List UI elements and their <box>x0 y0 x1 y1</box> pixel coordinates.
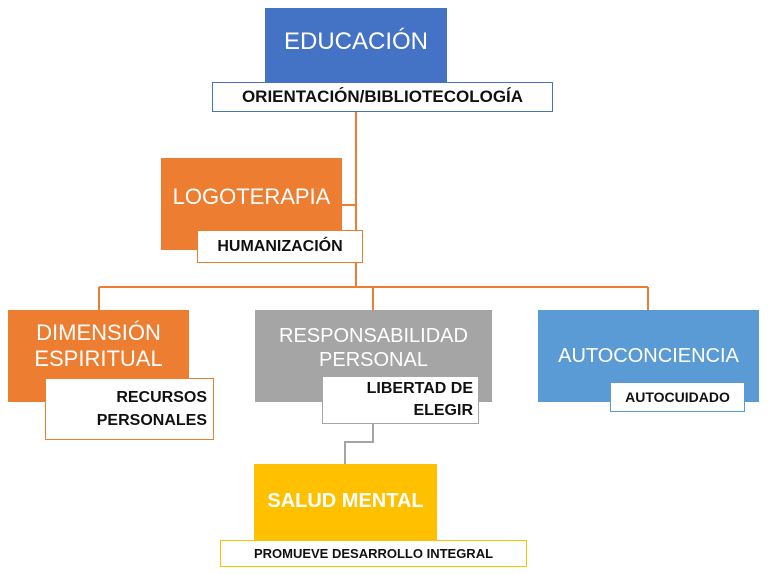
node-dimension-title: DIMENSIÓN ESPIRITUAL <box>34 320 163 372</box>
tag-orientacion: ORIENTACIÓN/BIBLIOTECOLOGÍA <box>212 82 553 112</box>
node-educacion: EDUCACIÓN <box>265 8 447 84</box>
tag-orientacion-label: ORIENTACIÓN/BIBLIOTECOLOGÍA <box>241 87 524 106</box>
tag-humanizacion-label: HUMANIZACIÓN <box>217 237 343 255</box>
node-responsabilidad-title: RESPONSABILIDAD PERSONAL <box>279 325 468 371</box>
tag-libertad-elegir: LIBERTAD DE ELEGIR <box>322 376 479 424</box>
node-logoterapia-title: LOGOTERAPIA <box>172 184 331 209</box>
tag-promueve-label: PROMUEVE DESARROLLO INTEGRAL <box>253 546 494 561</box>
tag-autocuidado: AUTOCUIDADO <box>610 382 745 412</box>
tag-libertad-label: LIBERTAD DE ELEGIR <box>366 379 473 419</box>
connector-salud <box>344 424 374 464</box>
tag-humanizacion: HUMANIZACIÓN <box>197 230 363 263</box>
node-salud-mental: SALUD MENTAL <box>254 464 437 544</box>
tag-recursos-label: RECURSOS PERSONALES <box>96 388 207 429</box>
node-salud-title: SALUD MENTAL <box>267 490 424 512</box>
tag-recursos-personales: RECURSOS PERSONALES <box>45 378 214 440</box>
tag-autocuidado-label: AUTOCUIDADO <box>625 389 730 405</box>
node-educacion-title: EDUCACIÓN <box>283 27 428 55</box>
tag-promueve: PROMUEVE DESARROLLO INTEGRAL <box>220 540 527 567</box>
node-autoconciencia-title: AUTOCONCIENCIA <box>558 345 739 367</box>
